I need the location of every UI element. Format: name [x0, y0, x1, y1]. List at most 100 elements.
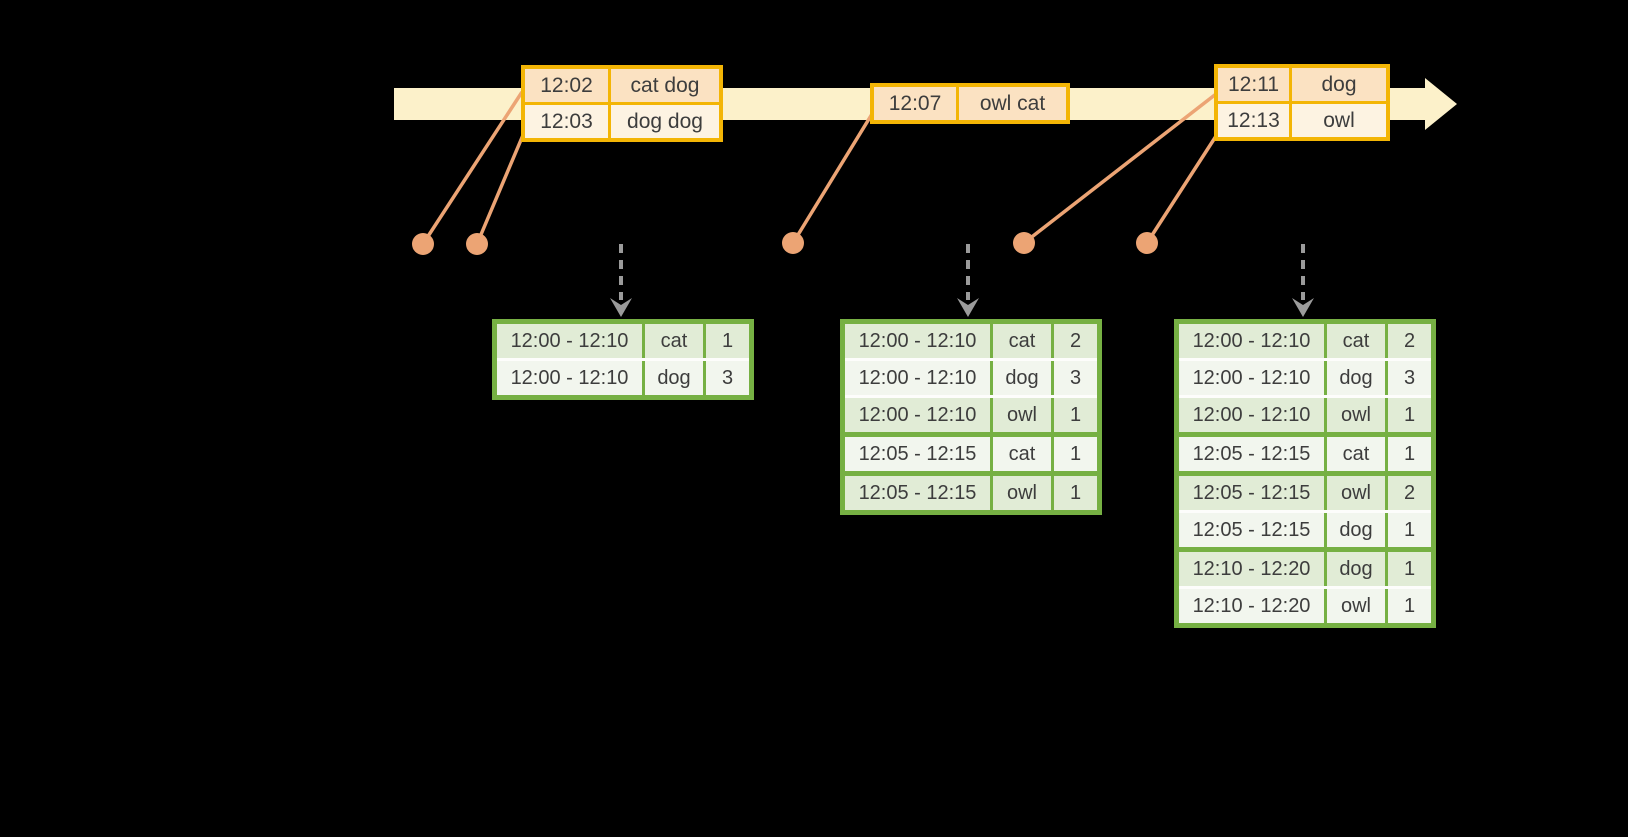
- trigger-arrowhead-icon: [610, 298, 632, 317]
- word-cell: cat: [645, 324, 703, 358]
- count-cell: 3: [706, 361, 749, 395]
- event-words-cell: cat dog: [611, 69, 719, 102]
- window-cell: 12:05 - 12:15: [1179, 437, 1324, 471]
- word-cell: owl: [1327, 589, 1385, 623]
- row-separator: [845, 395, 1097, 398]
- connector-line: [1022, 92, 1218, 245]
- row-separator: [1179, 395, 1431, 398]
- count-cell: 3: [1054, 361, 1097, 395]
- count-cell: 1: [706, 324, 749, 358]
- count-cell: 1: [1388, 589, 1431, 623]
- timeline-arrowhead: [1425, 78, 1457, 130]
- window-cell: 12:00 - 12:10: [1179, 324, 1324, 358]
- word-cell: owl: [1327, 398, 1385, 432]
- row-separator: [1179, 358, 1431, 361]
- count-cell: 2: [1054, 324, 1097, 358]
- event-words-cell: dog dog: [611, 105, 719, 138]
- event-time-cell: 12:02: [525, 69, 608, 102]
- row-separator: [1179, 471, 1431, 476]
- word-cell: dog: [993, 361, 1051, 395]
- row-separator: [1179, 586, 1431, 589]
- event-words-cell: owl cat: [959, 87, 1066, 120]
- event-time-cell: 12:11: [1218, 68, 1289, 101]
- event-words-cell: owl: [1292, 104, 1386, 137]
- row-separator: [845, 432, 1097, 437]
- word-cell: owl: [1327, 476, 1385, 510]
- window-cell: 12:00 - 12:10: [845, 398, 990, 432]
- count-cell: 1: [1054, 476, 1097, 510]
- row-separator: [497, 358, 749, 361]
- word-cell: cat: [993, 324, 1051, 358]
- count-cell: 1: [1388, 437, 1431, 471]
- event-dot: [1013, 232, 1035, 254]
- count-cell: 2: [1388, 324, 1431, 358]
- row-separator: [845, 471, 1097, 476]
- word-cell: dog: [645, 361, 703, 395]
- event-dot: [1136, 232, 1158, 254]
- word-cell: cat: [1327, 437, 1385, 471]
- row-separator: [1179, 547, 1431, 552]
- window-cell: 12:05 - 12:15: [1179, 513, 1324, 547]
- window-cell: 12:00 - 12:10: [497, 361, 642, 395]
- window-cell: 12:05 - 12:15: [845, 437, 990, 471]
- count-cell: 1: [1388, 552, 1431, 586]
- trigger-arrowhead-icon: [957, 298, 979, 317]
- window-cell: 12:00 - 12:10: [1179, 361, 1324, 395]
- connector-line: [791, 113, 874, 244]
- window-cell: 12:00 - 12:10: [845, 324, 990, 358]
- row-separator: [1179, 510, 1431, 513]
- window-cell: 12:00 - 12:10: [1179, 398, 1324, 432]
- word-cell: dog: [1327, 552, 1385, 586]
- row-separator: [1179, 432, 1431, 437]
- count-cell: 3: [1388, 361, 1431, 395]
- word-cell: cat: [1327, 324, 1385, 358]
- count-cell: 1: [1054, 437, 1097, 471]
- connector-line: [475, 127, 528, 245]
- row-separator: [845, 358, 1097, 361]
- window-cell: 12:00 - 12:10: [497, 324, 642, 358]
- window-cell: 12:05 - 12:15: [1179, 476, 1324, 510]
- event-words-cell: dog: [1292, 68, 1386, 101]
- word-cell: cat: [993, 437, 1051, 471]
- event-dot: [782, 232, 804, 254]
- count-cell: 1: [1388, 398, 1431, 432]
- window-cell: 12:10 - 12:20: [1179, 589, 1324, 623]
- event-dot: [412, 233, 434, 255]
- word-cell: owl: [993, 398, 1051, 432]
- trigger-arrowhead-icon: [1292, 298, 1314, 317]
- word-cell: dog: [1327, 513, 1385, 547]
- word-cell: dog: [1327, 361, 1385, 395]
- window-cell: 12:10 - 12:20: [1179, 552, 1324, 586]
- window-cell: 12:05 - 12:15: [845, 476, 990, 510]
- word-cell: owl: [993, 476, 1051, 510]
- count-cell: 1: [1388, 513, 1431, 547]
- event-time-cell: 12:13: [1218, 104, 1289, 137]
- event-time-cell: 12:07: [874, 87, 956, 120]
- event-dot: [466, 233, 488, 255]
- connector-line: [1145, 132, 1220, 244]
- window-cell: 12:00 - 12:10: [845, 361, 990, 395]
- event-time-cell: 12:03: [525, 105, 608, 138]
